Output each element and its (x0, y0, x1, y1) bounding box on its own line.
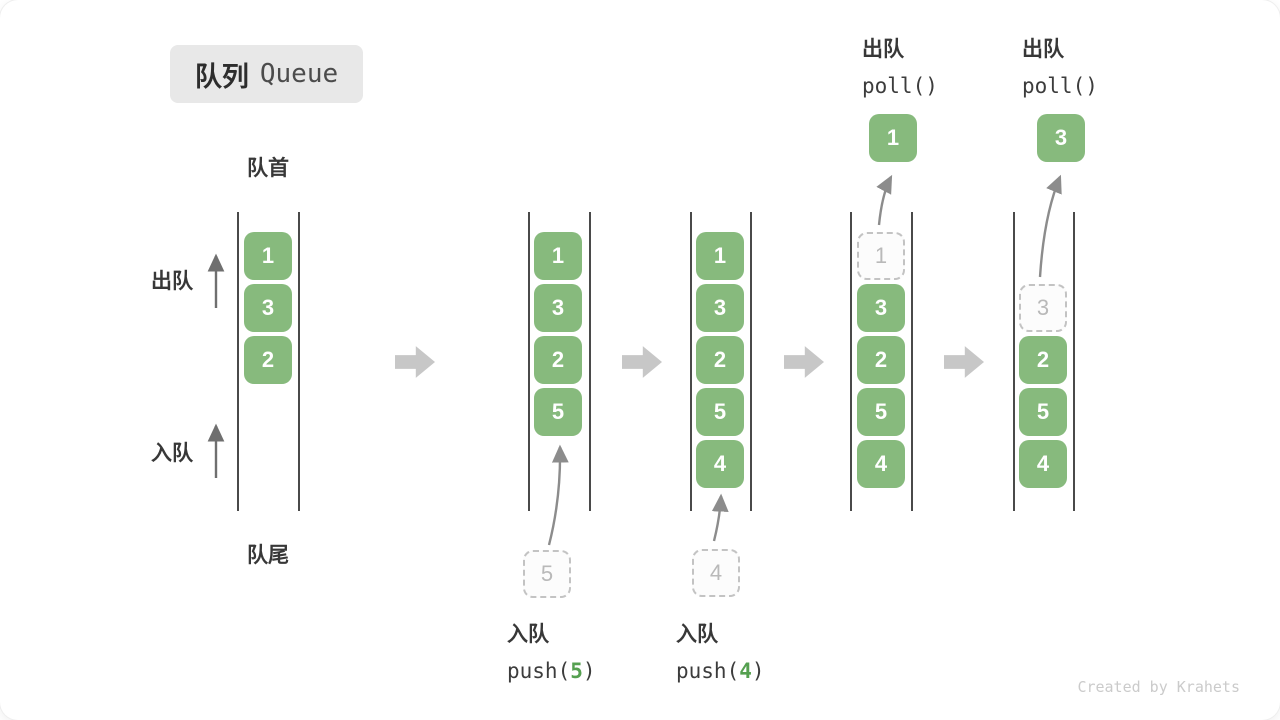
queue-cell: 4 (1019, 440, 1067, 488)
queue-cell: 3 (534, 284, 582, 332)
enqueue-op-2: 入队 push(4) (676, 618, 765, 683)
queue-cell: 1 (696, 232, 744, 280)
poll3-curve-arrow-icon (1038, 174, 1062, 278)
queue-cell-removed: 3 (1019, 284, 1067, 332)
label-queue-front: 队首 (247, 157, 289, 180)
queue-cell: 5 (534, 388, 582, 436)
queue-cell: 2 (1019, 336, 1067, 384)
dequeue-op-2-label: 出队 (1022, 38, 1064, 61)
dequeue-op-2-code: poll() (1022, 74, 1098, 98)
label-dequeue-side: 出队 (151, 270, 193, 293)
queue-wall-left (1013, 212, 1015, 511)
staged-value-box: 4 (692, 549, 740, 597)
label-enqueue-side: 入队 (151, 442, 193, 465)
queue-cell: 1 (244, 232, 292, 280)
queue-cell: 5 (1019, 388, 1067, 436)
queue-cell: 5 (696, 388, 744, 436)
popped-value-box: 3 (1037, 114, 1085, 162)
enqueue-op-2-label: 入队 (676, 623, 718, 646)
queue-cell: 3 (244, 284, 292, 332)
dequeue-op-1-label: 出队 (862, 38, 904, 61)
staged-value-box: 5 (523, 550, 571, 598)
transition-arrow-icon (944, 346, 984, 378)
transition-arrow-icon (622, 346, 662, 378)
dequeue-op-1: 出队 poll() (862, 33, 938, 98)
title-badge: 队列 Queue (170, 45, 363, 103)
transition-arrow-icon (395, 346, 435, 378)
queue-wall-left (850, 212, 852, 511)
enqueue-op-1-code: push(5) (507, 659, 596, 683)
enqueue-op-1-label: 入队 (507, 623, 549, 646)
title-zh: 队列 (194, 61, 249, 92)
dequeue-op-2: 出队 poll() (1022, 33, 1098, 98)
dequeue-op-1-code: poll() (862, 74, 938, 98)
enqueue-op-2-code: push(4) (676, 659, 765, 683)
queue-wall-right (589, 212, 591, 511)
queue-cell: 2 (696, 336, 744, 384)
label-queue-rear: 队尾 (247, 544, 289, 567)
queue-cell: 3 (696, 284, 744, 332)
queue-wall-left (528, 212, 530, 511)
queue-cell: 2 (534, 336, 582, 384)
queue-wall-right (911, 212, 913, 511)
queue-cell: 3 (857, 284, 905, 332)
push5-curve-arrow-icon (547, 444, 569, 546)
queue-cell: 5 (857, 388, 905, 436)
push4-curve-arrow-icon (711, 493, 729, 542)
enqueue-op-1: 入队 push(5) (507, 618, 596, 683)
queue-wall-right (1073, 212, 1075, 511)
watermark: Created by Krahets (1077, 678, 1240, 696)
queue-cell: 4 (857, 440, 905, 488)
queue-cell-removed: 1 (857, 232, 905, 280)
queue-cell: 4 (696, 440, 744, 488)
popped-value-box: 1 (869, 114, 917, 162)
transition-arrow-icon (784, 346, 824, 378)
queue-cell: 2 (857, 336, 905, 384)
poll1-curve-arrow-icon (876, 174, 893, 226)
title-en: Queue (259, 59, 339, 89)
queue-cell: 2 (244, 336, 292, 384)
queue-cell: 1 (534, 232, 582, 280)
queue-wall-left (690, 212, 692, 511)
queue-wall-left (237, 212, 239, 511)
queue-wall-right (298, 212, 300, 511)
queue-wall-right (750, 212, 752, 511)
